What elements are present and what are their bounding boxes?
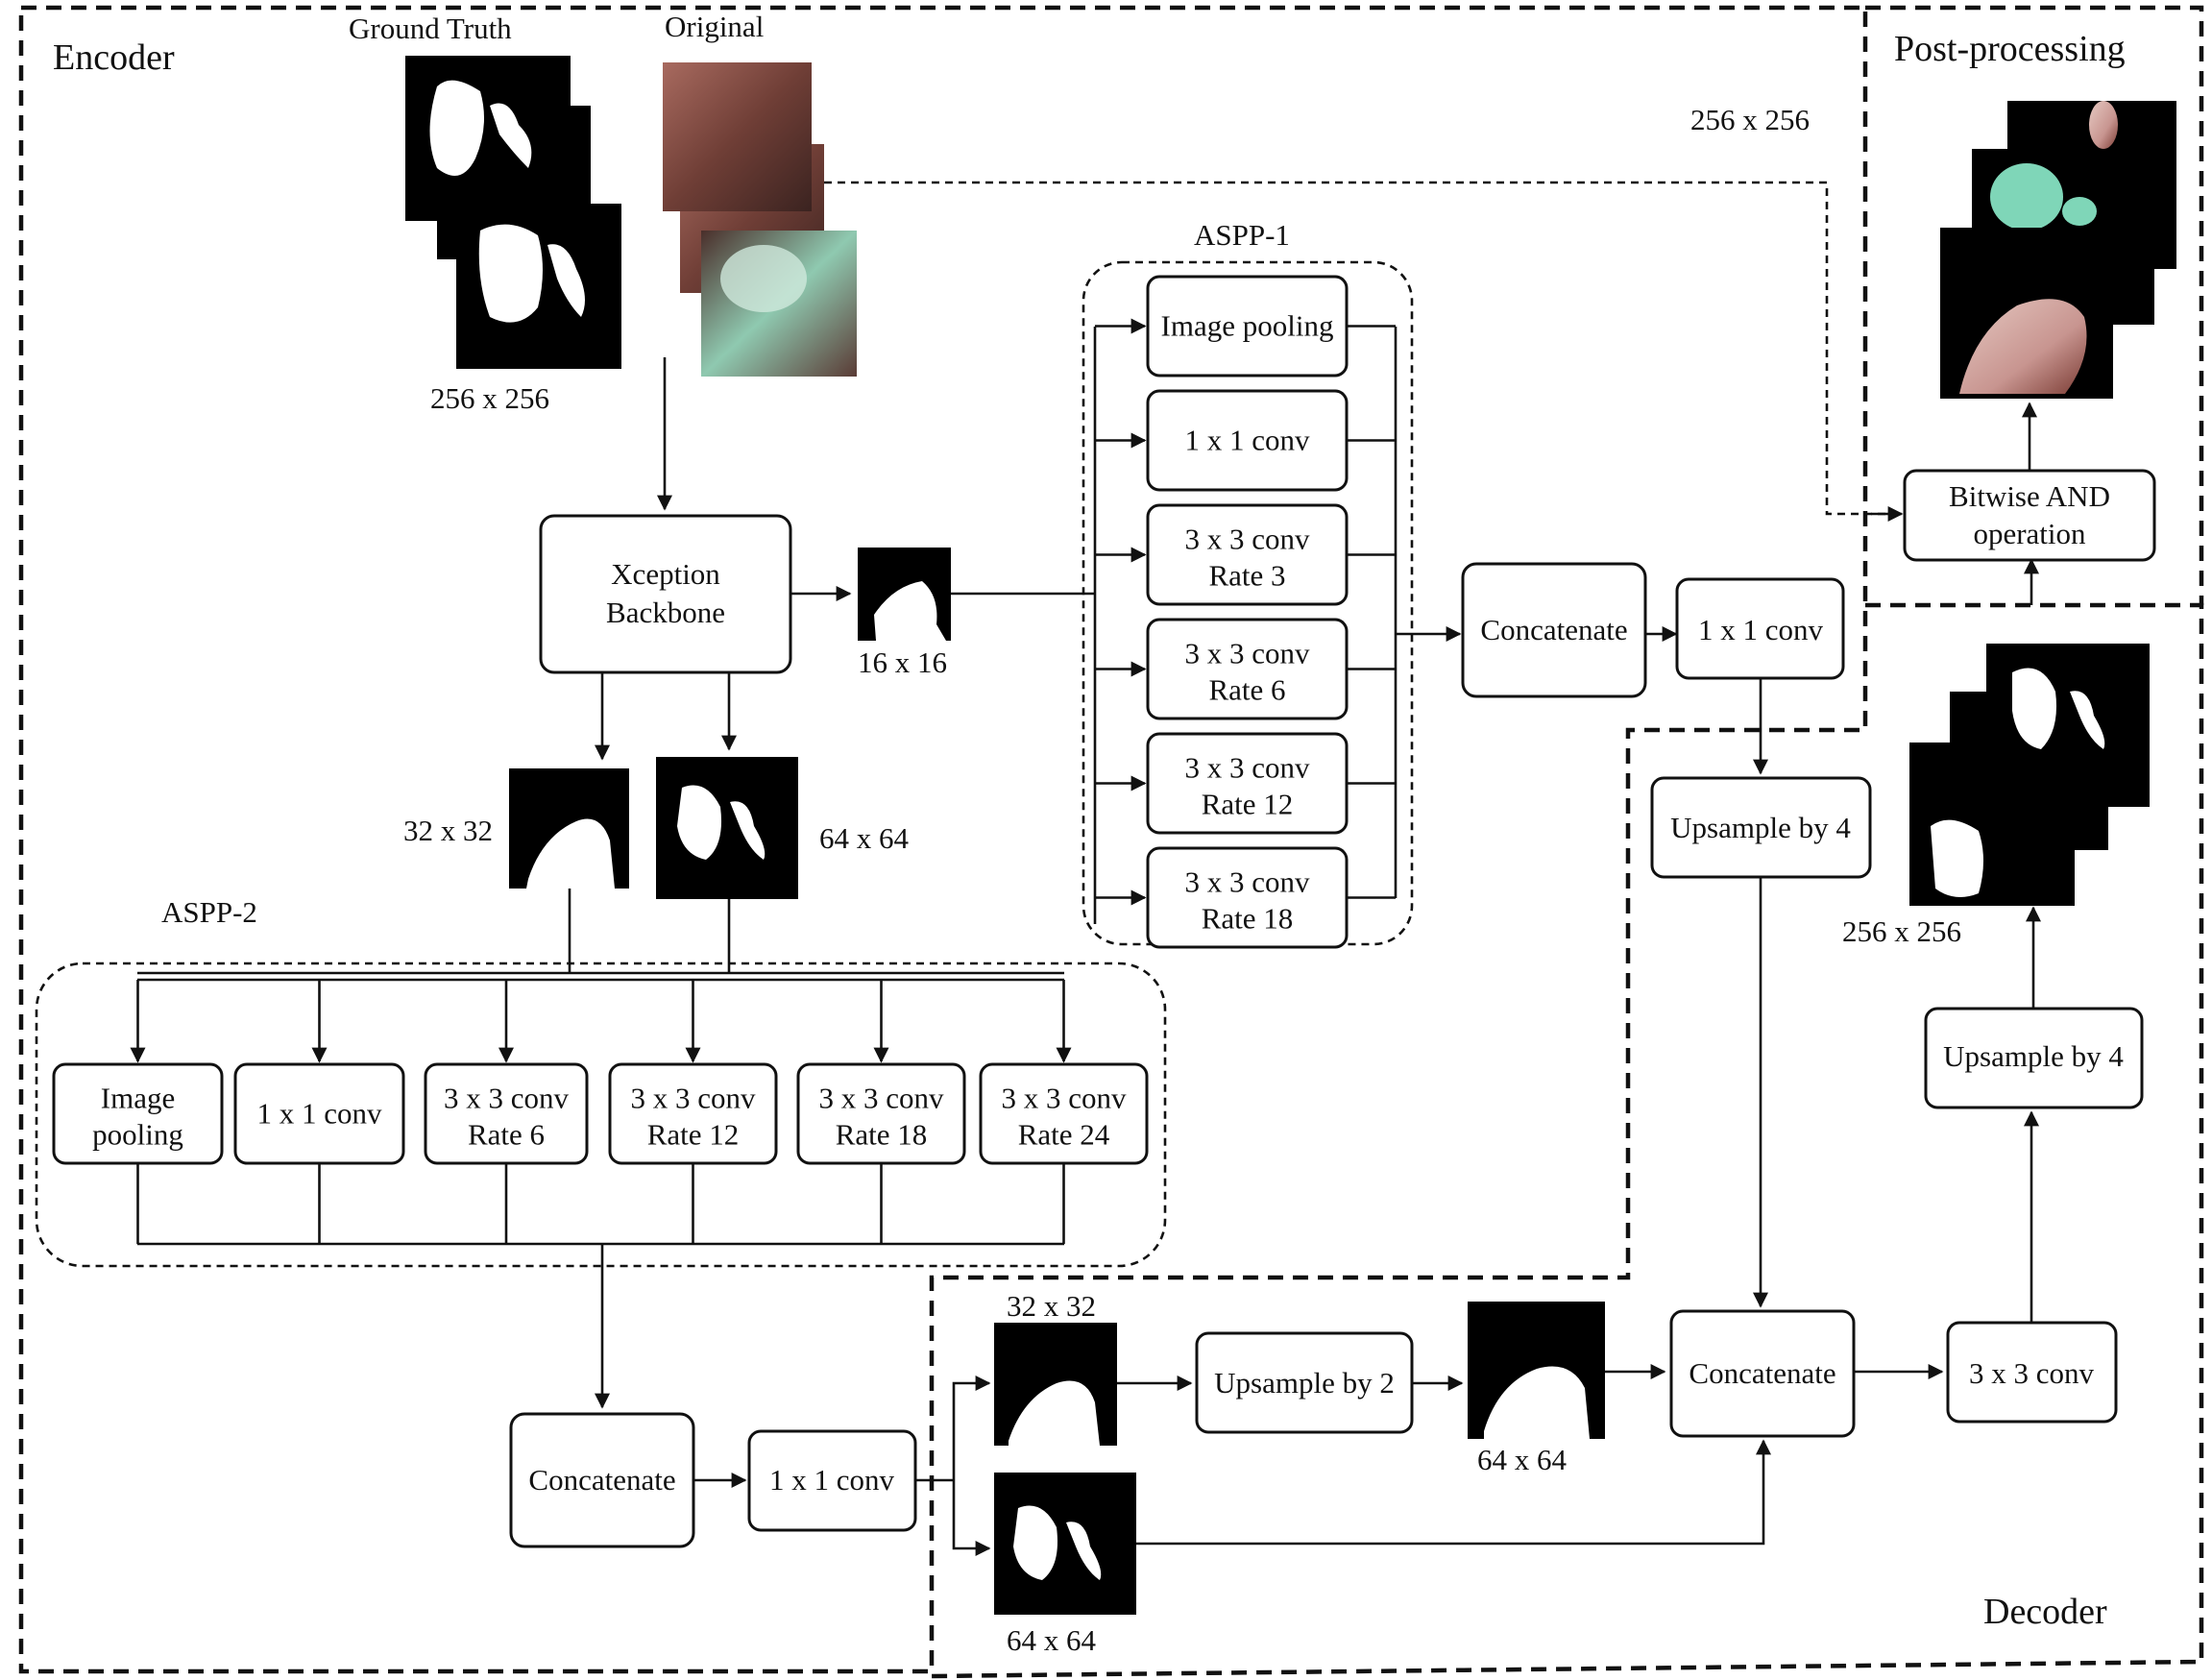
aspp1-block-line1: Image pooling bbox=[1161, 309, 1334, 343]
feature-map-16 bbox=[858, 548, 951, 641]
aspp2-block-line1: 3 x 3 conv bbox=[444, 1082, 570, 1115]
upsample4-output-label: Upsample by 4 bbox=[1943, 1039, 2124, 1073]
post-size-label: 256 x 256 bbox=[1690, 103, 1810, 136]
original-skip-dashed-line bbox=[824, 181, 1897, 516]
aspp1-block: Image pooling bbox=[1095, 275, 1396, 377]
decoder-3x3-conv-label: 3 x 3 conv bbox=[1969, 1356, 2095, 1390]
bitwise-label-line2: operation bbox=[1973, 517, 2086, 550]
post-processing-label: Post-processing bbox=[1894, 29, 2126, 69]
aspp1-block-line1: 3 x 3 conv bbox=[1184, 523, 1310, 556]
original-image-stack bbox=[663, 62, 857, 377]
aspp2-concatenate: Concatenate bbox=[509, 1412, 695, 1548]
to-32-branch-arrow bbox=[952, 1376, 991, 1480]
aspp2-1x1-conv: 1 x 1 conv bbox=[747, 1429, 917, 1532]
original-label: Original bbox=[665, 10, 764, 43]
aspp1-block-line1: 1 x 1 conv bbox=[1184, 424, 1310, 457]
feature-32-label: 32 x 32 bbox=[403, 814, 493, 847]
ground-truth-label: Ground Truth bbox=[349, 12, 512, 45]
decoder-feature-64-up bbox=[1468, 1302, 1605, 1439]
encoder-region bbox=[18, 5, 1868, 1674]
decoder-32-label: 32 x 32 bbox=[1007, 1289, 1096, 1323]
decoder-concatenate-label: Concatenate bbox=[1689, 1356, 1835, 1390]
aspp1-block: 1 x 1 conv bbox=[1095, 389, 1396, 492]
decoder-64-skip-label: 64 x 64 bbox=[1007, 1623, 1097, 1657]
upsample-by-4-branch: Upsample by 4 bbox=[1650, 776, 1872, 879]
aspp1-concatenate-label: Concatenate bbox=[1480, 613, 1627, 646]
aspp2-conv-label: 1 x 1 conv bbox=[769, 1463, 895, 1497]
bitwise-label-line1: Bitwise AND bbox=[1949, 479, 2110, 513]
aspp1-block-line2: Rate 18 bbox=[1202, 902, 1294, 936]
aspp2-block-line1: 3 x 3 conv bbox=[1001, 1082, 1127, 1115]
decoder-output-mask-stack bbox=[1909, 644, 2150, 906]
post-processed-output-stack bbox=[1940, 101, 2176, 399]
feature-16-label: 16 x 16 bbox=[858, 645, 947, 679]
to-64-branch-arrow bbox=[952, 1480, 991, 1556]
aspp2-block-line2: Rate 18 bbox=[836, 1118, 928, 1152]
decoder-region bbox=[931, 602, 2204, 1679]
aspp1-block-line2: Rate 6 bbox=[1208, 673, 1285, 707]
backbone-label-line1: Xception bbox=[611, 557, 720, 591]
aspp2-block-line1: 3 x 3 conv bbox=[630, 1082, 756, 1115]
encoder-label: Encoder bbox=[53, 37, 175, 78]
bitwise-and-operation: Bitwise AND operation bbox=[1903, 469, 2156, 562]
aspp1-title: ASPP-1 bbox=[1194, 218, 1290, 252]
skip-to-concat-arrow bbox=[1136, 1439, 1771, 1546]
decoder-feature-32 bbox=[994, 1323, 1117, 1446]
ground-truth-mask-stack bbox=[405, 56, 621, 369]
aspp1-block-line2: Rate 3 bbox=[1208, 559, 1285, 593]
post-processing-region bbox=[1865, 5, 2204, 605]
feature-map-64 bbox=[656, 757, 798, 899]
aspp1-conv-label: 1 x 1 conv bbox=[1698, 613, 1824, 646]
aspp1-block-line1: 3 x 3 conv bbox=[1184, 637, 1310, 670]
aspp1-concatenate: Concatenate bbox=[1461, 562, 1647, 698]
aspp1-block-line1: 3 x 3 conv bbox=[1184, 751, 1310, 785]
aspp2-title: ASPP-2 bbox=[161, 895, 257, 929]
aspp2-block-line2: Rate 24 bbox=[1018, 1118, 1110, 1152]
aspp2-block-line1: 1 x 1 conv bbox=[256, 1097, 382, 1131]
backbone-label-line2: Backbone bbox=[606, 596, 725, 629]
aspp1-block-line2: Rate 12 bbox=[1202, 788, 1294, 821]
decoder-label: Decoder bbox=[1983, 1592, 2107, 1632]
feature-64-label: 64 x 64 bbox=[819, 821, 910, 855]
decoder-output-size-label: 256 x 256 bbox=[1842, 914, 1961, 948]
aspp2-block-line1: 3 x 3 conv bbox=[818, 1082, 944, 1115]
aspp2-block-line2: Rate 6 bbox=[468, 1118, 545, 1152]
decoder-3x3-conv: 3 x 3 conv bbox=[1946, 1321, 2118, 1424]
aspp2-block-line2: pooling bbox=[92, 1118, 183, 1152]
upsample-by-4-output: Upsample by 4 bbox=[1924, 1007, 2144, 1109]
decoder-feature-64-skip bbox=[994, 1473, 1136, 1615]
upsample-by-2: Upsample by 2 bbox=[1195, 1331, 1414, 1434]
aspp1-block-line1: 3 x 3 conv bbox=[1184, 865, 1310, 899]
aspp2-block-line2: Rate 12 bbox=[647, 1118, 740, 1152]
aspp2-block: 1 x 1 conv bbox=[233, 980, 405, 1244]
decoder-64-up-label: 64 x 64 bbox=[1477, 1443, 1568, 1476]
input-size-label: 256 x 256 bbox=[430, 381, 549, 415]
aspp2-concatenate-label: Concatenate bbox=[528, 1463, 675, 1497]
aspp2-region bbox=[35, 962, 1167, 1268]
feature-map-32 bbox=[509, 768, 629, 889]
aspp1-1x1-conv: 1 x 1 conv bbox=[1675, 577, 1845, 680]
decoder-concatenate: Concatenate bbox=[1669, 1309, 1856, 1438]
upsample4-branch-label: Upsample by 4 bbox=[1670, 811, 1851, 844]
xception-backbone: Xception Backbone bbox=[539, 514, 792, 674]
upsample2-label: Upsample by 2 bbox=[1214, 1366, 1395, 1400]
aspp2-block-line1: Image bbox=[101, 1082, 175, 1115]
